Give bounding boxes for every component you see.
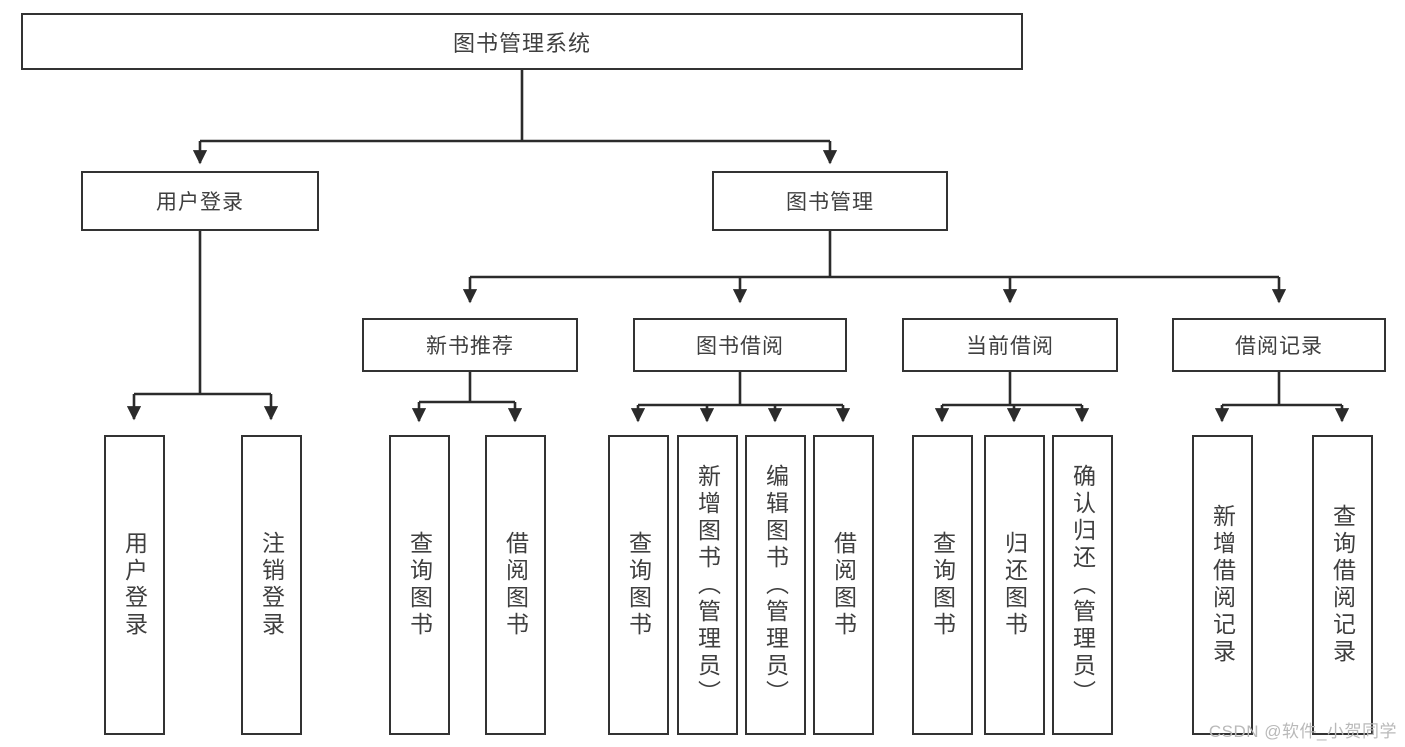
leaf-node[interactable]: 确认归还（管理员） [1052,435,1113,735]
leaf-node[interactable]: 查询借阅记录 [1312,435,1373,735]
leaf-node[interactable]: 新增图书（管理员） [677,435,738,735]
node-book-borrowing[interactable]: 图书借阅 [633,318,847,372]
node-user-login[interactable]: 用户登录 [81,171,319,231]
leaf-node[interactable]: 查询图书 [608,435,669,735]
leaf-node[interactable]: 借阅图书 [813,435,874,735]
csdn-watermark: CSDN @软件_小贺同学 [1208,722,1397,741]
node-book-management[interactable]: 图书管理 [712,171,948,231]
leaf-node[interactable]: 编辑图书（管理员） [745,435,806,735]
leaf-node[interactable]: 用户登录 [104,435,165,735]
leaf-node[interactable]: 查询图书 [389,435,450,735]
leaf-node[interactable]: 注销登录 [241,435,302,735]
node-current-borrowing[interactable]: 当前借阅 [902,318,1118,372]
node-borrow-records[interactable]: 借阅记录 [1172,318,1386,372]
leaf-node[interactable]: 借阅图书 [485,435,546,735]
leaf-node[interactable]: 归还图书 [984,435,1045,735]
leaf-node[interactable]: 新增借阅记录 [1192,435,1253,735]
node-new-book-recommendation[interactable]: 新书推荐 [362,318,578,372]
leaf-node[interactable]: 查询图书 [912,435,973,735]
node-root-book-management-system[interactable]: 图书管理系统 [21,13,1023,70]
